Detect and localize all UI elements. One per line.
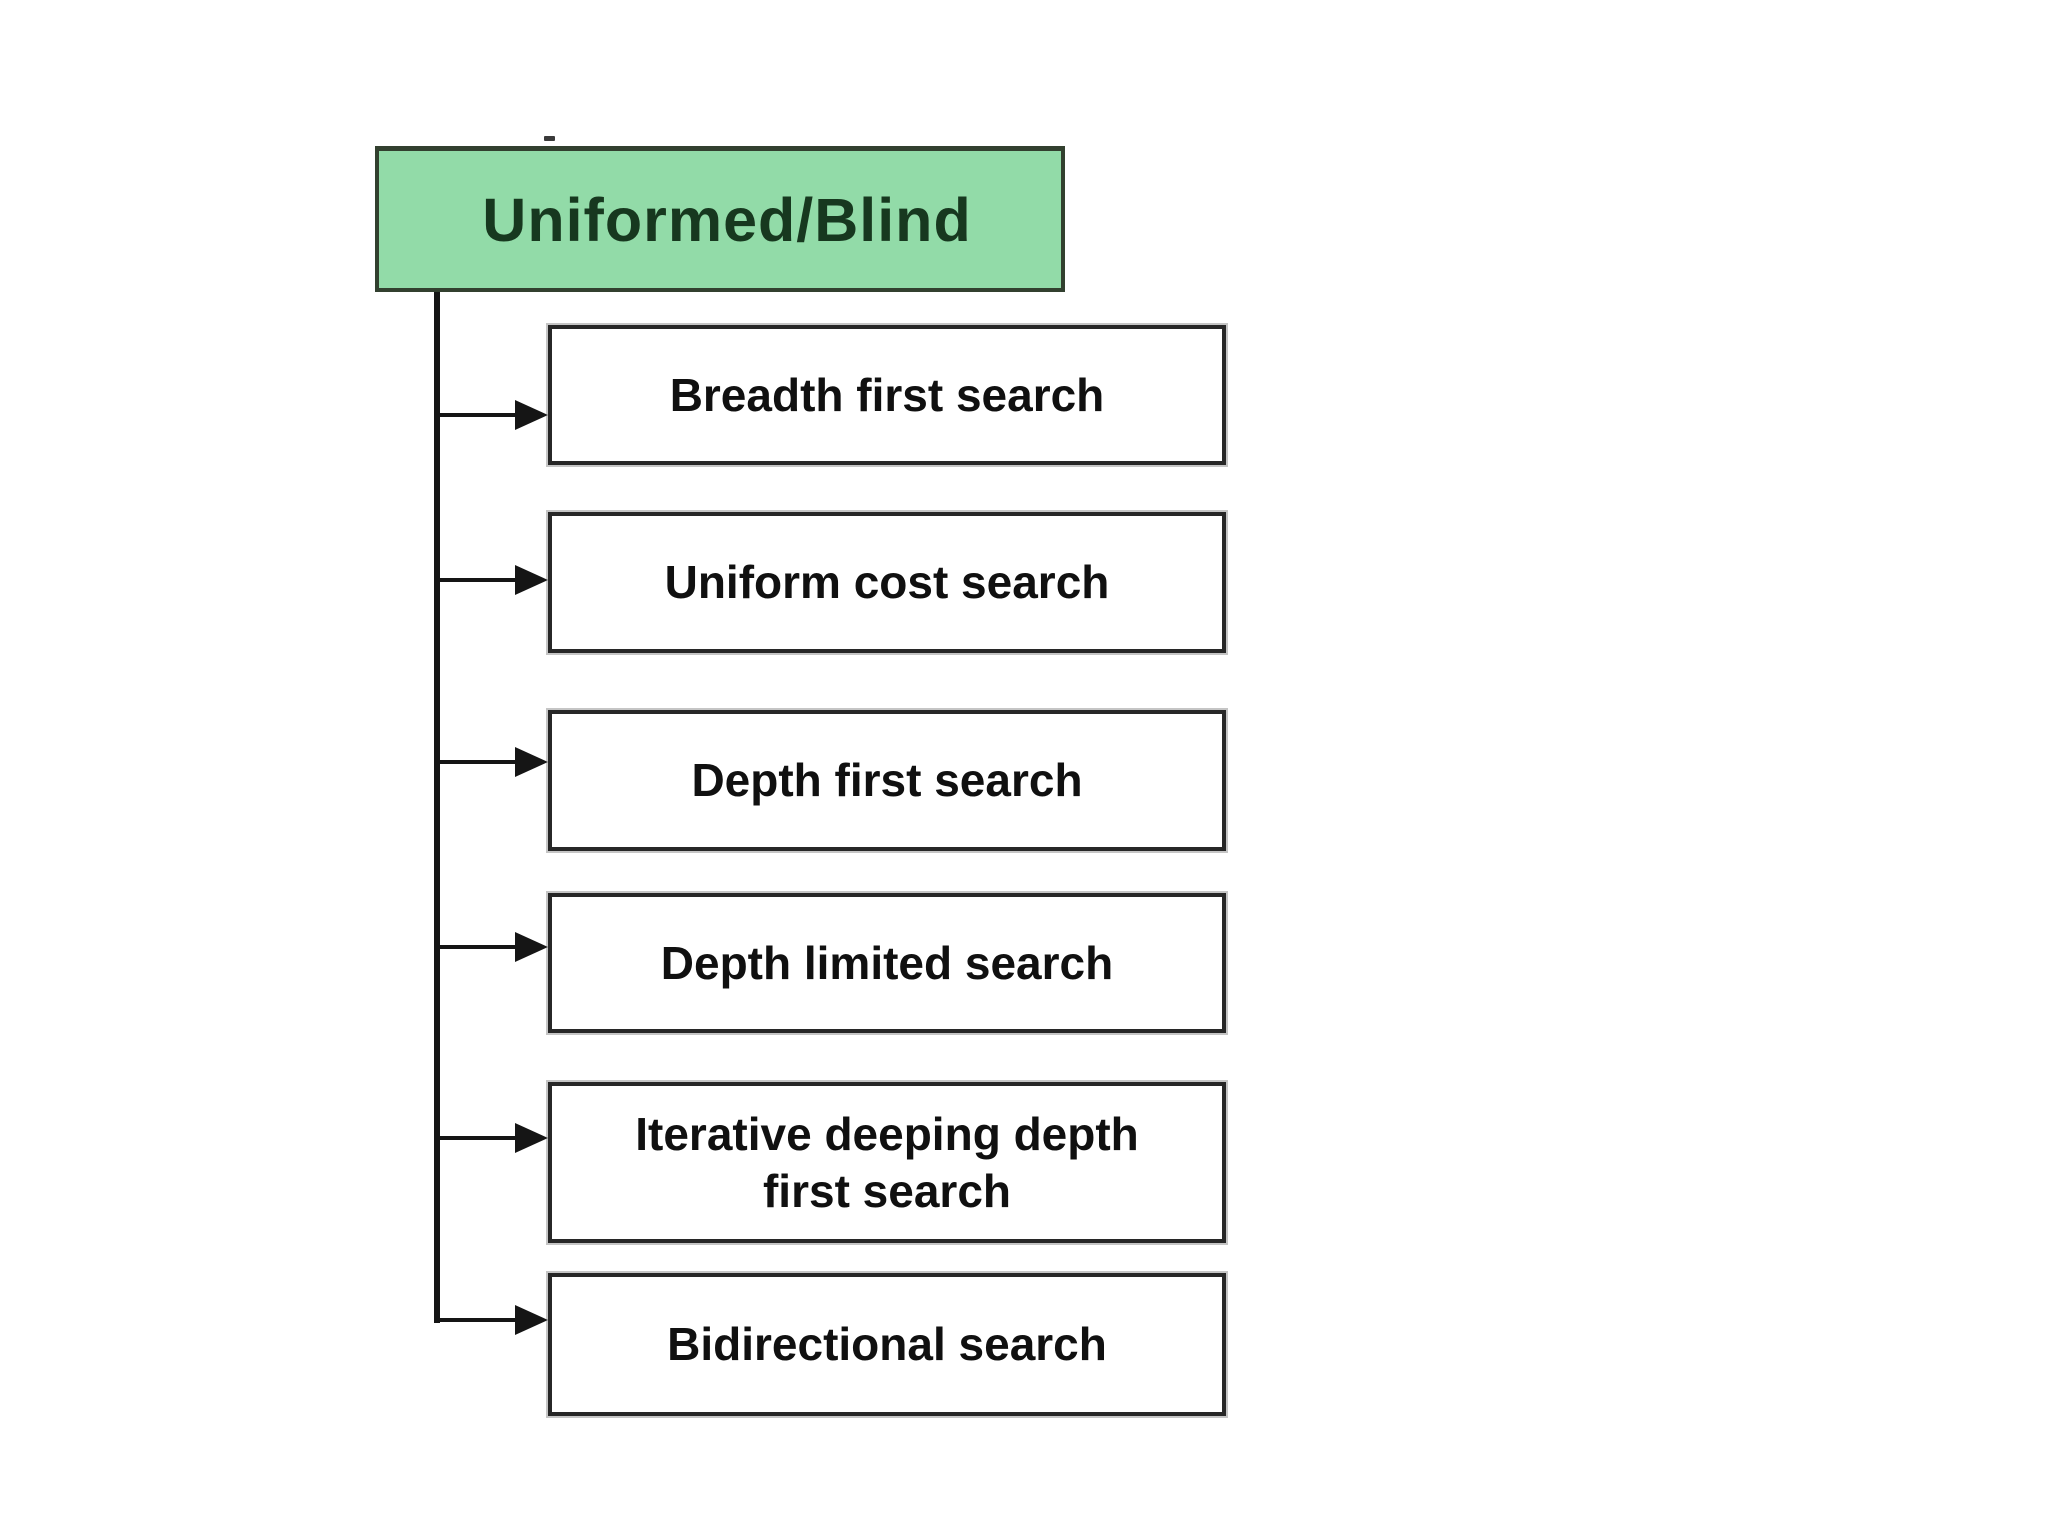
arrow-shaft bbox=[437, 578, 521, 582]
arrowhead-icon bbox=[515, 1123, 548, 1153]
node-label: Depth first search bbox=[691, 754, 1083, 807]
connector-arrow-depth-limited bbox=[437, 932, 549, 962]
arrowhead-icon bbox=[515, 932, 548, 962]
arrow-shaft bbox=[437, 413, 521, 417]
node-label: Uniform cost search bbox=[664, 556, 1110, 609]
node-label: Depth limited search bbox=[660, 936, 1114, 989]
node-label: Breadth first search bbox=[669, 368, 1105, 421]
node-uniform-cost-search: Uniform cost search bbox=[548, 512, 1226, 653]
stray-mark bbox=[544, 136, 555, 141]
connector-arrow-breadth bbox=[437, 400, 549, 430]
connector-arrow-bidirectional bbox=[437, 1305, 549, 1335]
arrow-shaft bbox=[437, 1136, 521, 1140]
arrow-shaft bbox=[437, 1318, 521, 1322]
node-label: Bidirectional search bbox=[667, 1318, 1107, 1371]
node-bidirectional-search: Bidirectional search bbox=[548, 1273, 1226, 1416]
arrowhead-icon bbox=[515, 565, 548, 595]
node-label: Iterative deeping depth first search bbox=[635, 1108, 1139, 1217]
arrowhead-icon bbox=[515, 1305, 548, 1335]
node-breadth-first-search: Breadth first search bbox=[548, 325, 1226, 465]
connector-arrow-depth-first bbox=[437, 747, 549, 777]
root-node-uniformed-blind: Uniformed/Blind bbox=[375, 146, 1065, 292]
connector-arrow-iterative bbox=[437, 1123, 549, 1153]
arrowhead-icon bbox=[515, 400, 548, 430]
arrow-shaft bbox=[437, 945, 521, 949]
arrow-shaft bbox=[437, 760, 521, 764]
node-depth-first-search: Depth first search bbox=[548, 710, 1226, 851]
connector-trunk-line bbox=[434, 290, 440, 1323]
root-node-label: Uniformed/Blind bbox=[482, 185, 972, 254]
connector-arrow-uniform-cost bbox=[437, 565, 549, 595]
arrowhead-icon bbox=[515, 747, 548, 777]
node-depth-limited-search: Depth limited search bbox=[548, 893, 1226, 1033]
node-iterative-deeping-depth-first-search: Iterative deeping depth first search bbox=[548, 1082, 1226, 1243]
